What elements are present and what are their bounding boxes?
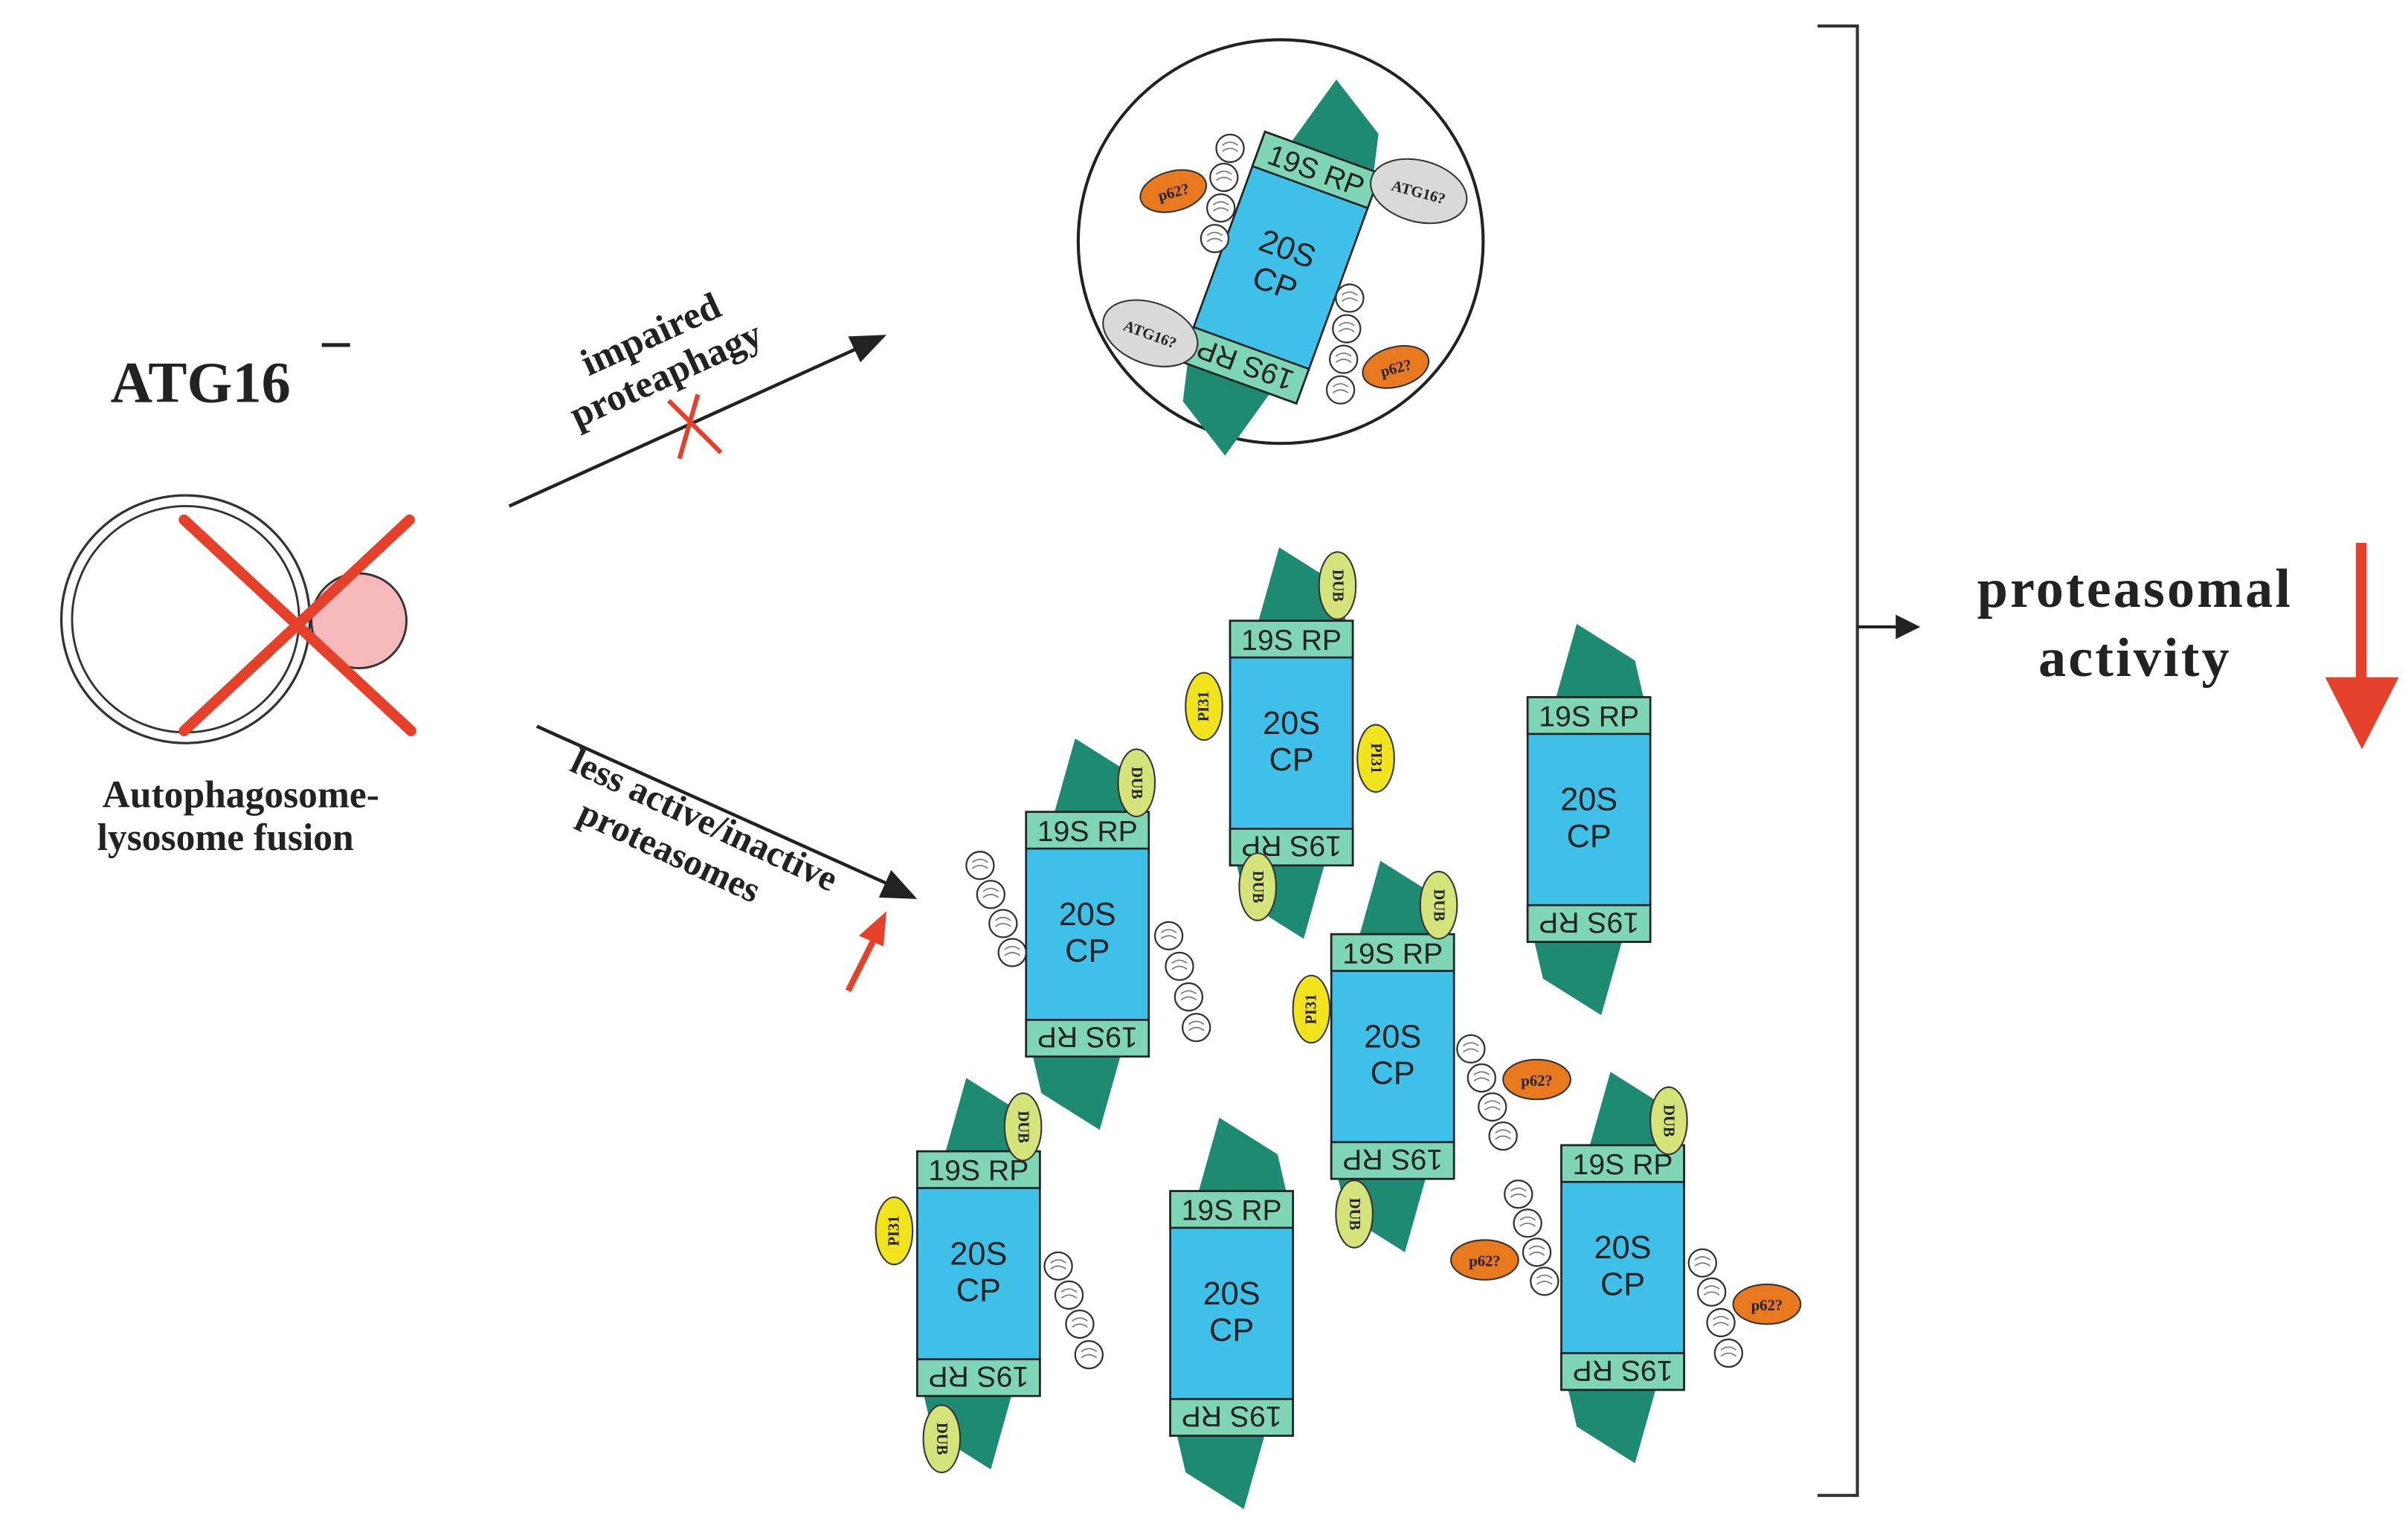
increase-arrow-icon [845,911,887,993]
dub-tag-icon: DUB [1419,870,1458,940]
svg-text:19S RP: 19S RP [1241,625,1342,657]
lower-arrow-line [535,724,895,889]
result-label-line2: activity [2038,628,2232,689]
proteasome-complex: 19S RP 20S CP 19S RP DUB [965,737,1211,1131]
pi31-tag-icon: PI31 [875,1196,914,1266]
autophagosome-inner-membrane-icon [71,505,300,734]
svg-text:CP: CP [1567,819,1612,854]
lower-pathway: less active/inactive proteasomes [535,724,918,993]
svg-text:19S RP: 19S RP [1342,938,1443,970]
dub-tag-icon: DUB [922,1404,962,1473]
atg16-superscript: – [321,309,350,370]
proteasome-complex: 19S RP 20S CP 19S RP [1526,622,1652,1017]
svg-text:DUB: DUB [933,1423,950,1455]
svg-text:DUB: DUB [1014,1111,1031,1144]
svg-text:19S RP: 19S RP [1182,1400,1282,1432]
upper-arrow-line [508,344,865,508]
svg-text:CP: CP [1269,742,1313,778]
svg-text:19S RP: 19S RP [1342,1143,1443,1175]
p62-tag-icon: p62? [1502,1058,1571,1101]
svg-text:19S RP: 19S RP [1573,1354,1673,1386]
p62-tag-icon: p62? [1139,169,1208,213]
dub-tag-icon: DUB [1318,551,1357,620]
svg-text:19S RP: 19S RP [1037,816,1138,848]
svg-text:CP: CP [1065,933,1110,969]
svg-text:20S: 20S [1594,1230,1652,1266]
grouping-bracket [1817,24,1859,1497]
dub-tag-icon: DUB [1649,1086,1688,1156]
svg-text:CP: CP [956,1273,1001,1309]
result-panel: proteasomal activity [1817,24,2399,1497]
fusion-caption-line1: Autophagosome- [103,774,379,817]
svg-text:DUB: DUB [1661,1104,1677,1137]
p62-tag-icon: p62? [1450,1239,1519,1281]
decrease-arrow-icon [2325,542,2399,750]
svg-text:20S: 20S [1203,1276,1261,1312]
dub-tag-icon: DUB [1003,1092,1043,1162]
ubiquitin-chain [1456,1034,1518,1151]
upper-pathway: impaired proteaphagy [508,285,887,508]
result-arrow-head [1896,614,1921,640]
proteasome-complex: 19S RP 20S CP 19S RP DUB DUB PI31 [875,1077,1104,1473]
accumulated-autophagosome: 19S RP 20S CP 19S RP p62? p62? ATG16? AT… [1076,38,1485,474]
svg-text:DUB: DUB [1329,570,1345,602]
lower-arrow-head [878,869,918,899]
p62-tag-icon: p62? [1732,1284,1802,1325]
svg-text:20S: 20S [1263,706,1320,741]
svg-text:19S RP: 19S RP [928,1155,1028,1187]
proteasome-complex: 19S RP 20S CP 19S RP DUB DUB PI31 PI31 [1185,546,1395,940]
atg16-tag-icon: ATG16? [1102,299,1199,367]
pi31-tag-icon: PI31 [1356,724,1395,794]
svg-text:PI31: PI31 [1304,994,1320,1024]
proteasome-complex: 19S RP 20S CP 19S RP DUB p62? p62? [1450,1070,1802,1464]
svg-text:19S RP: 19S RP [1539,906,1639,938]
autophagosome-outer-membrane-icon [59,494,312,744]
atg16-knockout-panel: ATG16 – Autophagosome- lysosome fusion [59,309,416,859]
p62-tag-icon: p62? [1362,345,1430,389]
blocked-cross-icon [667,393,723,460]
svg-text:DUB: DUB [1346,1198,1362,1231]
svg-text:20S: 20S [1364,1019,1421,1055]
pi31-tag-icon: PI31 [1292,974,1331,1044]
fusion-blocked-cross-icon [178,514,416,736]
svg-text:PI31: PI31 [1196,691,1212,721]
svg-text:19S RP: 19S RP [1573,1149,1673,1181]
atg16-title: ATG16 [110,350,290,415]
ubiquitin-chain [1043,1251,1104,1370]
svg-text:DUB: DUB [1249,871,1266,904]
svg-text:19S RP: 19S RP [1182,1195,1282,1227]
svg-text:DUB: DUB [1430,889,1446,921]
atg16-tag-icon: ATG16? [1370,158,1468,225]
proteasome-complex: 19S RP 20S CP 19S RP DUB DUB PI31 p62? [1292,860,1571,1254]
svg-text:p62?: p62? [1521,1073,1552,1089]
svg-text:PI31: PI31 [1368,743,1384,773]
svg-text:19S RP: 19S RP [1539,701,1639,733]
dub-tag-icon: DUB [1117,748,1156,817]
svg-text:19S RP: 19S RP [928,1360,1028,1392]
svg-text:PI31: PI31 [886,1216,903,1246]
svg-text:p62?: p62? [1469,1253,1500,1269]
proteasome-complex: 19S RP 20S CP 19S RP [1169,1116,1294,1510]
svg-text:p62?: p62? [1751,1298,1783,1314]
svg-text:20S: 20S [1560,782,1617,818]
svg-text:20S: 20S [950,1236,1007,1272]
fusion-caption-line2: lysosome fusion [97,817,354,859]
svg-text:CP: CP [1209,1313,1254,1348]
svg-text:CP: CP [1371,1056,1415,1092]
svg-text:DUB: DUB [1128,767,1145,799]
upper-arrow-head [848,335,887,363]
svg-text:20S: 20S [1059,897,1116,933]
proteasome-cluster: 19S RP 20S CP 19S RP DUB DUB PI31 PI31 1… [875,546,1802,1510]
dub-tag-icon: DUB [1238,852,1277,921]
pi31-tag-icon: PI31 [1185,672,1223,741]
svg-text:CP: CP [1600,1266,1645,1302]
result-label-line1: proteasomal [1977,559,2293,619]
svg-text:19S RP: 19S RP [1037,1021,1138,1053]
dub-tag-icon: DUB [1335,1179,1374,1249]
